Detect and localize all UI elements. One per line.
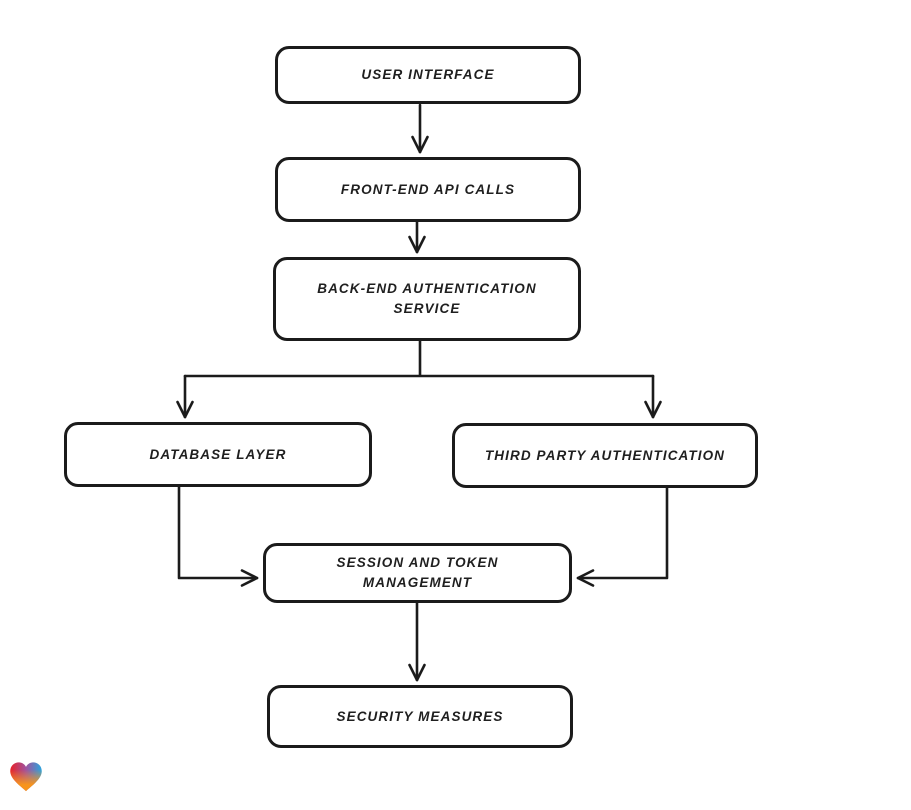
node-security-measures: SECURITY MEASURES (267, 685, 573, 748)
node-front-end-api-calls: FRONT-END API CALLS (275, 157, 581, 222)
node-label: SESSION AND TOKEN MANAGEMENT (336, 555, 499, 590)
heart-shape-overlay (10, 762, 42, 792)
edge-backend-branch-line (183, 339, 655, 378)
node-back-end-authentication-service: BACK-END AUTHENTICATION SERVICE (273, 257, 581, 341)
node-label: FRONT-END API CALLS (340, 181, 516, 197)
node-database-layer: DATABASE LAYER (64, 422, 372, 487)
edge-database-to-session (177, 485, 259, 587)
node-session-and-token-management: SESSION AND TOKEN MANAGEMENT (263, 543, 572, 603)
node-third-party-authentication: THIRD PARTY AUTHENTICATION (452, 423, 758, 488)
eraser-heart-logo[interactable] (8, 760, 44, 794)
node-user-interface: USER INTERFACE (275, 46, 581, 104)
node-label: BACK-END AUTHENTICATION SERVICE (317, 281, 537, 316)
node-label: THIRD PARTY AUTHENTICATION (484, 447, 726, 463)
node-label: DATABASE LAYER (149, 446, 287, 462)
node-label: USER INTERFACE (361, 67, 495, 82)
edge-thirdparty-to-session (576, 486, 669, 587)
node-label: SECURITY MEASURES (336, 708, 504, 724)
